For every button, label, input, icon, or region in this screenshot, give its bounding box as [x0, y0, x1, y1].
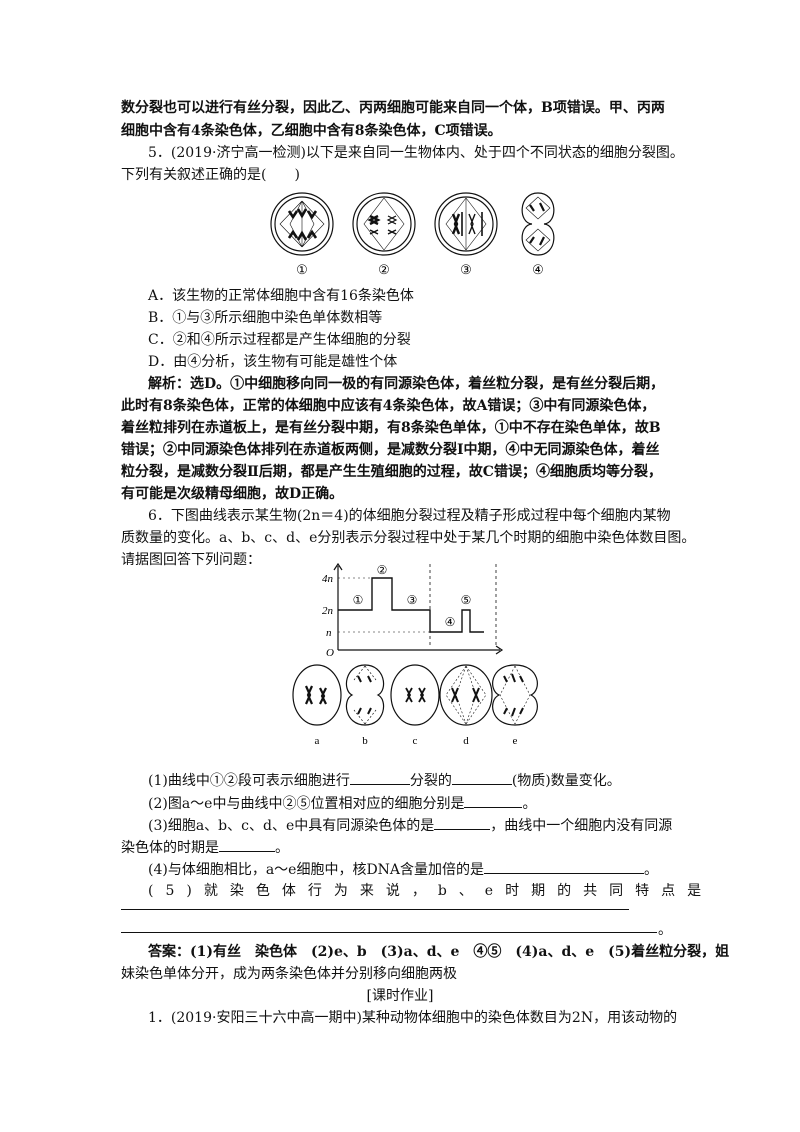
text-line: 细胞中含有4条染色体，乙细胞中含有8条染色体，C项错误。 [121, 123, 502, 139]
text: (4)与体细胞相比，a～e细胞中，核DNA含量加倍的是 [148, 862, 485, 878]
cell-label: ④ [532, 262, 544, 277]
explanation-line: 粒分裂，是减数分裂Ⅱ后期，都是产生生殖细胞的过程，故C错误；④细胞质均等分裂， [121, 464, 662, 480]
cell-diagram [270, 192, 334, 256]
segment-label: ③ [407, 593, 418, 607]
cell-label: a [315, 735, 320, 747]
text: (2)图a～e中与曲线中②⑤位置相对应的细胞分别是 [148, 796, 465, 812]
question-5-stem: 下列有关叙述正确的是( ) [121, 167, 300, 183]
subquestion-2: (2)图a～e中与曲线中②⑤位置相对应的细胞分别是 。 [148, 793, 536, 814]
cell-diagram [521, 192, 555, 256]
question-5-stem: 5．(2019·济宁高一检测)以下是来自同一生物体内、处于四个不同状态的细胞分裂… [148, 145, 684, 161]
y-tick-label: 2n [322, 605, 334, 617]
cell-diagram [352, 192, 416, 256]
text: 分裂的 [409, 773, 452, 789]
option-a: A．该生物的正常体细胞中含有16条染色体 [148, 288, 414, 304]
cell-label: e [513, 735, 518, 747]
segment-label: ① [353, 593, 364, 607]
answer-blank[interactable] [434, 815, 491, 830]
answer-blank[interactable] [121, 932, 657, 933]
question-6-stem: 6．下图曲线表示某生物(2n＝4)的体细胞分裂过程及精子形成过程中每个细胞内某物 [148, 508, 671, 524]
cell-diagram [439, 664, 493, 726]
segment-label: ② [377, 563, 388, 577]
subquestion-5: (5)就染色体行为来说，b、e时期的共同特点是 [148, 883, 714, 899]
text: 。 [658, 922, 672, 938]
cell-label: d [463, 735, 469, 747]
explanation-line: 错误；②中同源染色体排列在赤道板两侧，是减数分裂Ⅰ中期，④中无同源染色体，着丝 [121, 442, 660, 458]
answer-line: 妹染色单体分开，成为两条染色体并分别移向细胞两极 [121, 966, 457, 982]
subquestion-1: (1)曲线中①②段可表示细胞进行 分裂的 (物质)数量变化。 [148, 770, 621, 791]
cell-diagram [434, 192, 498, 256]
subquestion-3-cont: 染色体的时期是 。 [121, 837, 289, 858]
answer-blank[interactable] [121, 909, 629, 910]
chromosome-curve-figure: 4n 2n n O ① ② ③ ④ ⑤ [322, 562, 504, 659]
section-heading: [课时作业] [366, 988, 434, 1004]
cell-label: ① [296, 262, 308, 277]
text: (3)细胞a、b、c、d、e中具有同源染色体的是 [148, 818, 435, 834]
explanation-line: 解析：选D。①中细胞移向同一极的有同源染色体，着丝粒分裂，是有丝分裂后期， [148, 376, 665, 392]
curve-line [338, 577, 484, 633]
question-6-stem: 质数量的变化。a、b、c、d、e分别表示分裂过程中处于某几个时期的细胞中染色体数… [121, 530, 696, 546]
y-tick-label: n [326, 627, 332, 639]
text: (1)曲线中①②段可表示细胞进行 [148, 773, 350, 789]
option-c: C．②和④所示过程都是产生体细胞的分裂 [148, 332, 411, 348]
answer-line: 答案：(1)有丝 染色体 (2)e、b (3)a、d、e ④⑤ (4)a、d、e… [148, 944, 730, 960]
text-line: 数分裂也可以进行有丝分裂，因此乙、丙两细胞可能来自同一个体，B项错误。甲、丙两 [121, 100, 665, 116]
cell-label: ③ [460, 262, 472, 277]
cell-diagram [345, 664, 385, 726]
answer-blank[interactable] [219, 837, 275, 852]
text: 。 [275, 840, 289, 856]
text: 。 [522, 796, 537, 812]
answer-blank[interactable] [451, 770, 512, 785]
cell-diagram [390, 664, 440, 726]
cell-label: b [362, 735, 368, 747]
origin-label: O [326, 647, 334, 659]
cell-label: ② [378, 262, 390, 277]
y-tick-label: 4n [322, 573, 334, 585]
cell-division-figure-2: a b c d e [292, 664, 538, 747]
cell-diagram [492, 664, 538, 726]
text: 染色体的时期是 [121, 840, 219, 856]
text: (物质)数量变化。 [511, 773, 621, 789]
text: ，曲线中一个细胞内没有同源 [490, 818, 673, 834]
subquestion-4: (4)与体细胞相比，a～e细胞中，核DNA含量加倍的是 。 [148, 859, 658, 880]
cell-label: c [413, 735, 418, 747]
subquestion-3: (3)细胞a、b、c、d、e中具有同源染色体的是 ，曲线中一个细胞内没有同源 [148, 815, 672, 836]
explanation-line: 着丝粒排列在赤道板上，是有丝分裂中期，有8条染色单体，①中不存在染色单体，故B [121, 420, 661, 436]
cell-diagram [292, 664, 342, 726]
explanation-line: 有可能是次级精母细胞，故D正确。 [121, 486, 344, 502]
cell-division-figure-1: ① ② ③ ④ [270, 192, 555, 277]
question-1-stem: 1．(2019·安阳三十六中高一期中)某种动物体细胞中的染色体数目为2N，用该动… [148, 1010, 678, 1026]
answer-blank[interactable] [349, 770, 410, 785]
segment-label: ⑤ [461, 593, 472, 607]
text: 。 [644, 862, 659, 878]
answer-blank[interactable] [484, 859, 645, 874]
option-b: B．①与③所示细胞中染色单体数相等 [148, 310, 383, 326]
question-6-stem: 请据图回答下列问题： [121, 552, 261, 568]
option-d: D．由④分析，该生物有可能是雄性个体 [148, 354, 398, 370]
segment-label: ④ [445, 615, 456, 629]
explanation-line: 此时有8条染色体，正常的体细胞中应该有4条染色体，故A错误；③中有同源染色体， [121, 398, 656, 414]
answer-blank[interactable] [464, 793, 523, 808]
